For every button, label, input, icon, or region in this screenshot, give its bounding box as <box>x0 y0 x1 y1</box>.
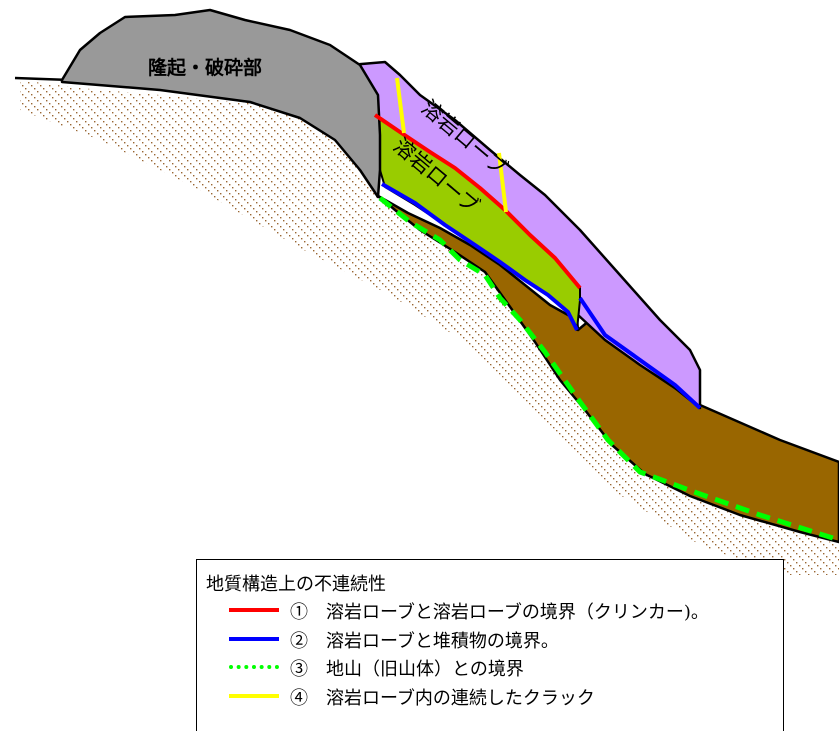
legend-box: 地質構造上の不連続性 ① 溶岩ローブと溶岩ローブの境界（クリンカー)。 ② 溶岩… <box>196 559 784 731</box>
bedrock-hatch-area <box>20 80 839 575</box>
legend-text: ② 溶岩ローブと堆積物の境界。 <box>290 631 559 652</box>
legend-text: ④ 溶岩ローブ内の連続したクラック <box>290 688 595 709</box>
blue-boundary-line <box>381 182 579 331</box>
red-boundary-line <box>373 113 582 290</box>
legend-text: ① 溶岩ローブと溶岩ローブの境界（クリンカー)。 <box>290 602 709 623</box>
legend-item-yellow: ④ 溶岩ローブ内の連続したクラック <box>197 684 783 709</box>
green-dotted-boundary-line <box>378 196 839 543</box>
deposit-layer <box>378 195 839 544</box>
legend-item-green: ③ 地山（旧山体）との境界 <box>197 655 783 680</box>
yellow-crack-line-1 <box>395 77 406 134</box>
uplift-fracture-zone <box>60 8 382 199</box>
legend-swatch-red <box>229 608 279 612</box>
uplift-label: 隆起・破砕部 <box>148 56 262 79</box>
legend-swatch-green <box>229 665 279 669</box>
legend-title: 地質構造上の不連続性 <box>206 574 386 595</box>
legend-text: ③ 地山（旧山体）との境界 <box>290 659 524 680</box>
legend-item-red: ① 溶岩ローブと溶岩ローブの境界（クリンカー)。 <box>197 598 783 623</box>
legend-swatch-yellow <box>229 694 279 698</box>
legend-swatch-blue <box>229 637 279 641</box>
blue-boundary-line-lower <box>578 296 702 410</box>
legend-item-blue: ② 溶岩ローブと堆積物の境界。 <box>197 627 783 652</box>
yellow-crack-line-2 <box>497 152 508 213</box>
